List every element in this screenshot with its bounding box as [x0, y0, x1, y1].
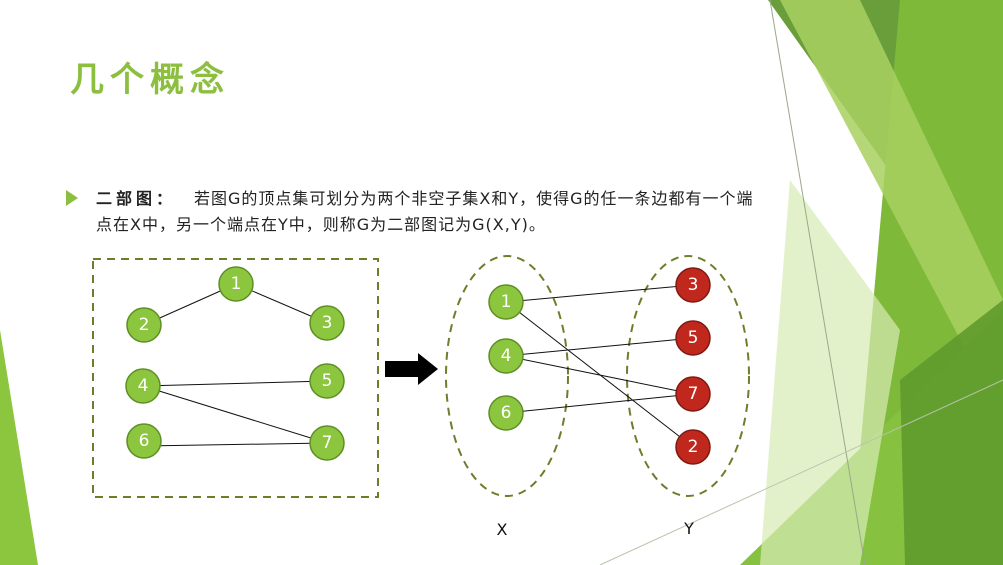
edge-4-7	[142, 385, 328, 444]
left-graph-edges	[142, 283, 328, 447]
edge-6-7	[143, 442, 328, 447]
definition-term: 二部图：	[96, 189, 177, 208]
thin-diagonal-line-2	[599, 379, 1003, 565]
node-label: 1	[501, 292, 512, 312]
node-label: 7	[322, 433, 333, 453]
edge-4-5	[505, 337, 694, 357]
left-node-5: 5	[309, 363, 345, 399]
y-node-2: 2	[675, 429, 711, 465]
node-label: 1	[231, 274, 242, 294]
node-label: 6	[139, 431, 150, 451]
node-label: 7	[688, 384, 699, 404]
y-node-5: 5	[675, 320, 711, 356]
edge-1-3	[505, 284, 694, 303]
edge-6-7	[505, 393, 694, 414]
bullet-arrow-icon	[66, 190, 78, 206]
left-graph-box	[92, 258, 379, 498]
node-label: 6	[501, 403, 512, 423]
left-green-triangle	[0, 330, 38, 565]
y-set-label: Y	[683, 519, 694, 538]
node-label: 3	[322, 313, 333, 333]
node-label: 5	[688, 328, 699, 348]
node-label: 4	[501, 346, 512, 366]
right-graph-edges	[505, 284, 694, 448]
left-node-2: 2	[126, 307, 162, 343]
definition-paragraph: 二部图：若图G的顶点集可划分为两个非空子集X和Y，使得G的任一条边都有一个端点在…	[96, 186, 766, 238]
x-node-6: 6	[488, 395, 524, 431]
y-node-7: 7	[675, 376, 711, 412]
y-set-ellipse	[626, 255, 750, 497]
x-node-1: 1	[488, 284, 524, 320]
edge-4-5	[142, 380, 328, 387]
thin-diagonal-line	[769, 0, 866, 565]
left-node-6: 6	[126, 423, 162, 459]
left-node-7: 7	[309, 425, 345, 461]
definition-body: 若图G的顶点集可划分为两个非空子集X和Y，使得G的任一条边都有一个端点在X中，另…	[96, 189, 754, 234]
y-node-3: 3	[675, 267, 711, 303]
right-arrow-icon	[385, 353, 438, 385]
left-node-4: 4	[125, 368, 161, 404]
x-node-4: 4	[488, 338, 524, 374]
edge-4-7	[505, 355, 694, 395]
page-title: 几个概念	[70, 60, 230, 100]
pale-green-facet	[760, 180, 900, 565]
left-node-3: 3	[309, 305, 345, 341]
deep-green-facet	[900, 300, 1003, 565]
x-set-label: X	[497, 520, 508, 539]
right-light-band	[780, 0, 1003, 420]
x-set-ellipse	[445, 255, 569, 497]
node-label: 5	[322, 371, 333, 391]
node-label: 2	[139, 315, 150, 335]
left-node-1: 1	[218, 266, 254, 302]
node-label: 2	[688, 437, 699, 457]
node-label: 4	[138, 376, 149, 396]
node-label: 3	[688, 275, 699, 295]
